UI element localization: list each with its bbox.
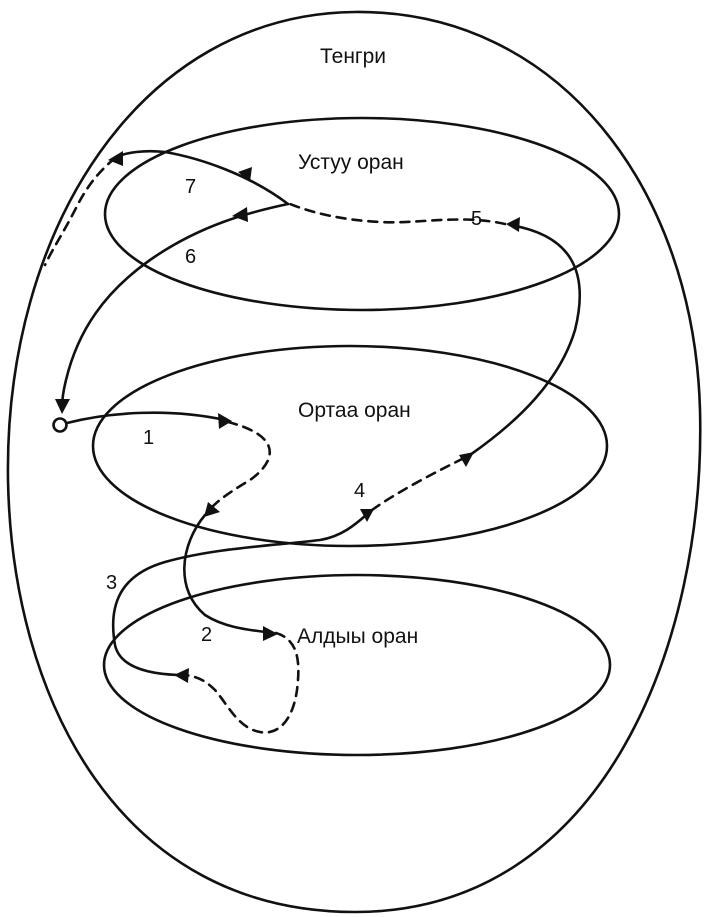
upper-world-label: Устуу оран [298,151,404,174]
path-segment-7 [113,149,290,206]
path-segment-3 [111,508,374,677]
arrow-head [459,452,474,467]
path-segment-2 [183,513,275,635]
arrow-head [238,167,252,182]
path-segment-5-dashed [288,202,507,226]
outer-world-label: Тенгри [320,45,386,68]
step-label-5: 5 [471,208,482,230]
path-segment-4 [468,223,582,457]
outer-world-egg [6,10,702,914]
arrow-head [232,207,248,222]
step-label-1: 1 [143,427,154,449]
path-segment-7-dashed [43,156,117,267]
origin-circle [52,417,68,433]
middle-world-ellipse [91,344,609,548]
step-label-3: 3 [106,572,117,594]
arrow-head [108,151,123,166]
path-segment-1-dashed [206,420,272,514]
arrow-head [506,217,520,232]
path-segment-6 [60,202,290,410]
lower-world-label: Алдыы оран [297,625,418,648]
arrow-head [174,668,189,683]
step-label-2: 2 [201,624,212,646]
step-label-6: 6 [185,246,196,268]
lower-world-ellipse [102,573,612,757]
arrow-head [55,399,70,414]
middle-world-label: Ортаа оран [298,399,411,422]
step-label-4: 4 [354,480,365,502]
arrow-head [204,502,220,517]
path-segment-1 [65,411,227,425]
arrow-head [360,509,374,522]
arrow-head [263,626,278,641]
step-label-7: 7 [185,176,196,198]
arrow-head [218,413,232,429]
path-segment-2-dashed [178,631,300,734]
path-segment-4-dashed [370,454,470,512]
upper-world-ellipse [103,116,621,312]
